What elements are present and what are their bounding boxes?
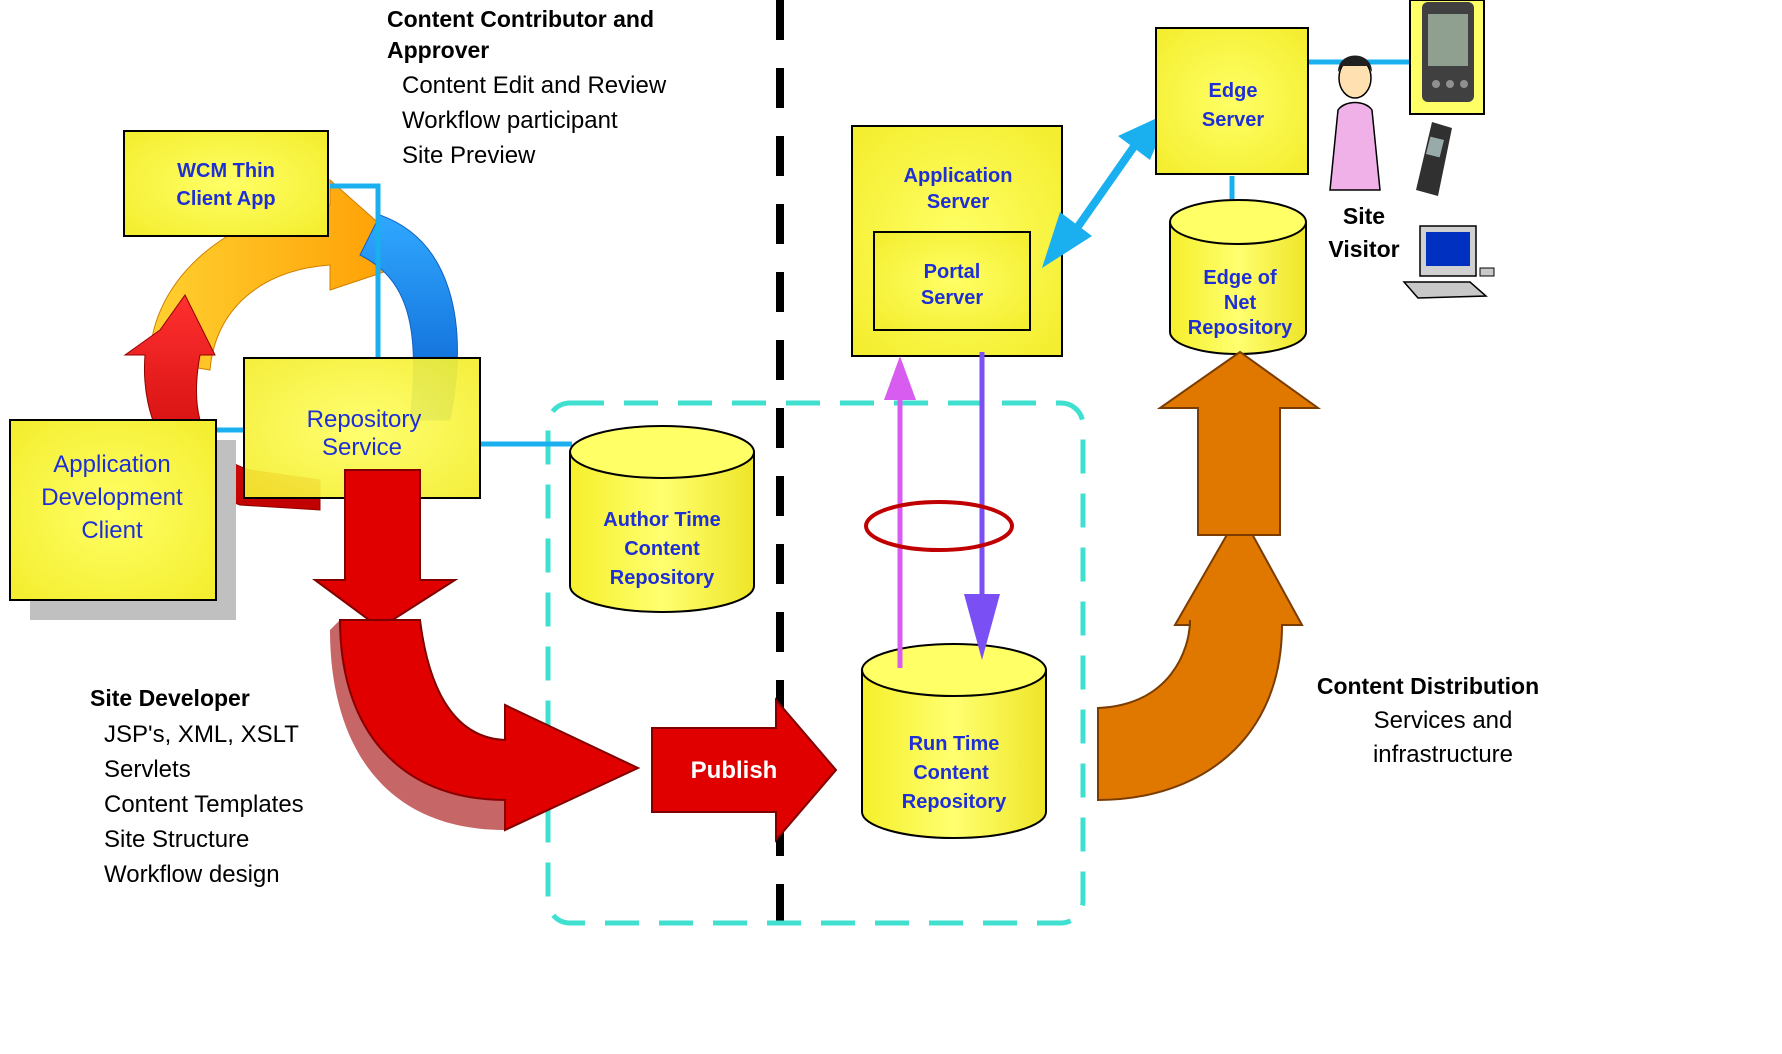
- edge-repository: Edge of Net Repository: [1169, 199, 1307, 355]
- node-label: Repository: [1188, 317, 1293, 339]
- node-label: WCM Thin: [177, 160, 275, 182]
- publish-arrow: Publish: [651, 697, 838, 843]
- site-visitor-label: Visitor: [1328, 236, 1399, 262]
- distribution-arrows: [1097, 350, 1322, 802]
- developer-role-block: Site Developer JSP's, XML, XSLT Servlets…: [90, 685, 304, 888]
- desktop-computer-icon: [1402, 225, 1495, 299]
- edge-server-node: Edge Server: [1155, 27, 1309, 175]
- author-time-repository: Author Time Content Repository: [569, 425, 755, 613]
- distribution-role-block: Content Distribution Services and infras…: [1317, 673, 1539, 768]
- node-label: Edge of: [1203, 267, 1277, 289]
- node-label: Repository: [610, 567, 715, 589]
- node-label: Content: [624, 538, 700, 560]
- role-item: Workflow participant: [402, 107, 618, 134]
- run-time-repository: Run Time Content Repository: [861, 643, 1047, 839]
- role-title: Site Developer: [90, 685, 250, 711]
- node-label: Development: [41, 484, 183, 511]
- wcm-thin-client-node: WCM Thin Client App: [123, 130, 329, 237]
- publish-label: Publish: [691, 757, 778, 784]
- publishing-zone: [545, 400, 1086, 926]
- person-icon: [1329, 55, 1381, 191]
- role-item: Site Preview: [402, 142, 536, 169]
- role-item: Site Structure: [104, 826, 249, 853]
- role-item: Content Templates: [104, 791, 304, 818]
- role-title: Content Contributor and: [387, 6, 654, 32]
- node-label: Client: [81, 517, 143, 544]
- node-label: Application: [53, 451, 170, 478]
- node-label: Repository: [902, 791, 1007, 813]
- contributor-role-block: Content Contributor and Approver Content…: [387, 6, 667, 169]
- node-label: Portal: [924, 261, 981, 283]
- runtime-access-arrows: [864, 352, 1014, 668]
- node-label: Server: [921, 287, 983, 309]
- role-item: infrastructure: [1373, 741, 1513, 768]
- node-label: Client App: [176, 188, 275, 210]
- node-label: Repository: [307, 406, 422, 433]
- role-item: Services and: [1374, 707, 1513, 734]
- node-label: Application: [904, 165, 1013, 187]
- node-label: Net: [1224, 292, 1257, 314]
- node-label: Edge: [1209, 80, 1258, 102]
- node-label: Server: [1202, 109, 1264, 131]
- role-item: JSP's, XML, XSLT: [104, 721, 299, 748]
- application-server-node: Application Server Portal Server: [851, 125, 1063, 357]
- site-visitor-label: Site: [1343, 203, 1385, 229]
- pda-icon: [1409, 0, 1485, 115]
- node-label: Service: [322, 434, 402, 461]
- portal-server-node: Portal Server: [873, 231, 1031, 331]
- node-label: Run Time: [909, 733, 1000, 755]
- role-item: Workflow design: [104, 861, 280, 888]
- publish-flow-arrow: [311, 469, 641, 832]
- role-item: Servlets: [104, 756, 191, 783]
- role-title: Content Distribution: [1317, 673, 1539, 699]
- role-item: Content Edit and Review: [402, 72, 667, 99]
- cell-phone-icon: [1416, 122, 1452, 196]
- node-label: Content: [913, 762, 989, 784]
- role-title: Approver: [387, 37, 489, 63]
- node-label: Server: [927, 191, 989, 213]
- app-dev-client-node: Application Development Client: [9, 419, 236, 620]
- node-label: Author Time: [603, 509, 720, 531]
